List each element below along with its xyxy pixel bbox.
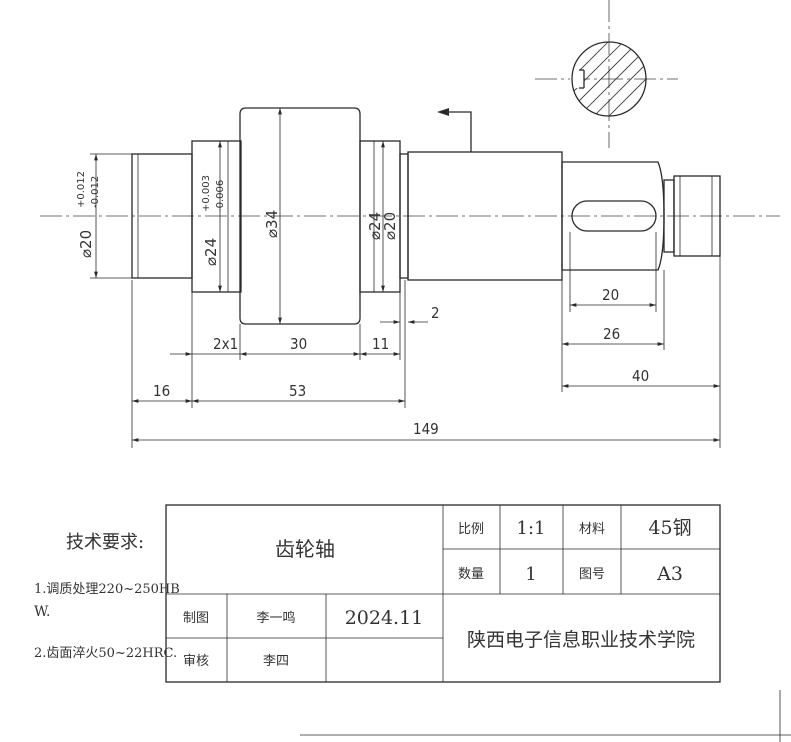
dim-len-53: 53 <box>289 382 306 400</box>
scale-label: 比例 <box>458 522 484 537</box>
dim-len-30: 30 <box>290 335 307 353</box>
dimension-labels: ⌀20 +0.012 -0.012 ⌀24 +0.003 -0.006 ⌀34 … <box>76 171 649 438</box>
dim-len-2x1: 2x1 <box>213 335 238 353</box>
dim-len-26: 26 <box>603 325 620 343</box>
extension-lines <box>90 153 721 448</box>
dim-len-149: 149 <box>413 420 439 438</box>
drawing-no-value: A3 <box>656 563 683 585</box>
tech-title: 技术要求: <box>66 532 145 553</box>
dim-len-11: 11 <box>372 335 389 353</box>
quantity-label: 数量 <box>458 567 484 582</box>
dim-d-gear: ⌀34 <box>263 210 281 238</box>
section-cut-arrow <box>437 108 472 152</box>
tech-item-1a: 1.调质处理220~250HB <box>34 582 180 597</box>
check-label: 审核 <box>183 654 209 669</box>
drawn-label: 制图 <box>183 611 209 626</box>
material-value: 45钢 <box>648 517 691 539</box>
school-name: 陕西电子信息职业技术学院 <box>467 629 695 651</box>
dim-len-16: 16 <box>153 382 170 400</box>
dim-d-bearing: ⌀24 <box>202 238 220 266</box>
checked-by: 李四 <box>263 654 289 669</box>
dim-d-bearing-tol-lower: -0.006 <box>215 180 226 212</box>
dim-len-40: 40 <box>632 367 649 385</box>
tech-item-2: 2.齿面淬火50~22HRC. <box>34 646 178 661</box>
dim-d-left: ⌀20 <box>77 230 95 258</box>
drawing-no-label: 图号 <box>579 567 605 582</box>
scale-value: 1:1 <box>517 518 546 539</box>
dim-d-right-outer: ⌀24 <box>366 212 384 240</box>
dim-d-left-tol-upper: +0.012 <box>76 171 87 208</box>
dim-d-right-inner: ⌀20 <box>381 212 399 240</box>
dim-len-2: 2 <box>431 304 440 322</box>
dim-d-left-tol-lower: -0.012 <box>90 176 101 208</box>
drawn-by: 李一鸣 <box>256 610 295 626</box>
material-label: 材料 <box>579 522 605 537</box>
quantity-value: 1 <box>525 564 536 585</box>
dim-len-20: 20 <box>602 286 619 304</box>
date: 2024.11 <box>345 607 424 629</box>
length-dimension-lines <box>132 303 720 442</box>
shaft-outline <box>40 107 780 325</box>
part-name: 齿轮轴 <box>275 537 335 561</box>
diameter-dimension-lines <box>94 108 385 324</box>
dim-d-bearing-tol-upper: +0.003 <box>201 175 212 212</box>
tech-item-1b: W. <box>34 604 51 620</box>
section-view <box>535 0 678 148</box>
title-block: 齿轮轴 比例 1:1 材料 45钢 数量 1 图号 A3 制图 李一鸣 2024… <box>165 504 721 683</box>
